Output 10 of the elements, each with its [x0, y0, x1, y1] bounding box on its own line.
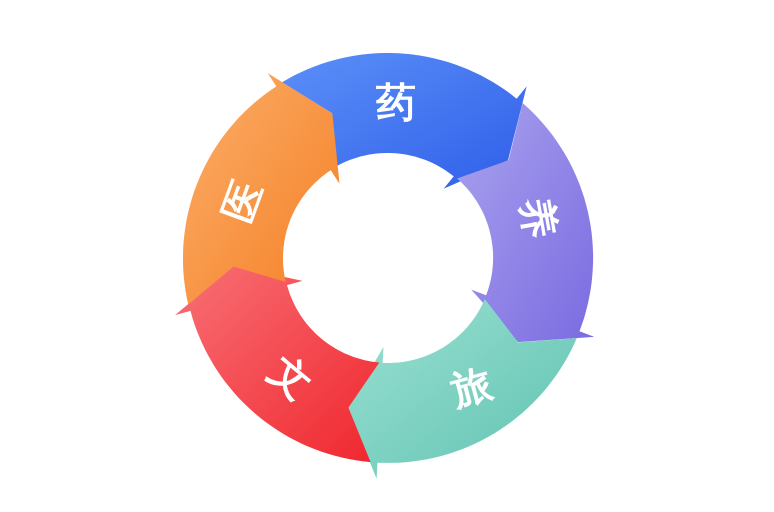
arrow-segment [174, 266, 379, 462]
segment-label: 文 [262, 350, 319, 407]
arrow-segment [348, 299, 577, 479]
arrow-segment [282, 53, 528, 189]
segment-label: 养 [514, 194, 561, 242]
segment-label: 医 [218, 176, 269, 228]
arrow-segment [183, 72, 340, 304]
segment-label: 药 [376, 83, 416, 124]
arrow-segment [456, 103, 594, 342]
segment-label: 旅 [448, 363, 497, 412]
